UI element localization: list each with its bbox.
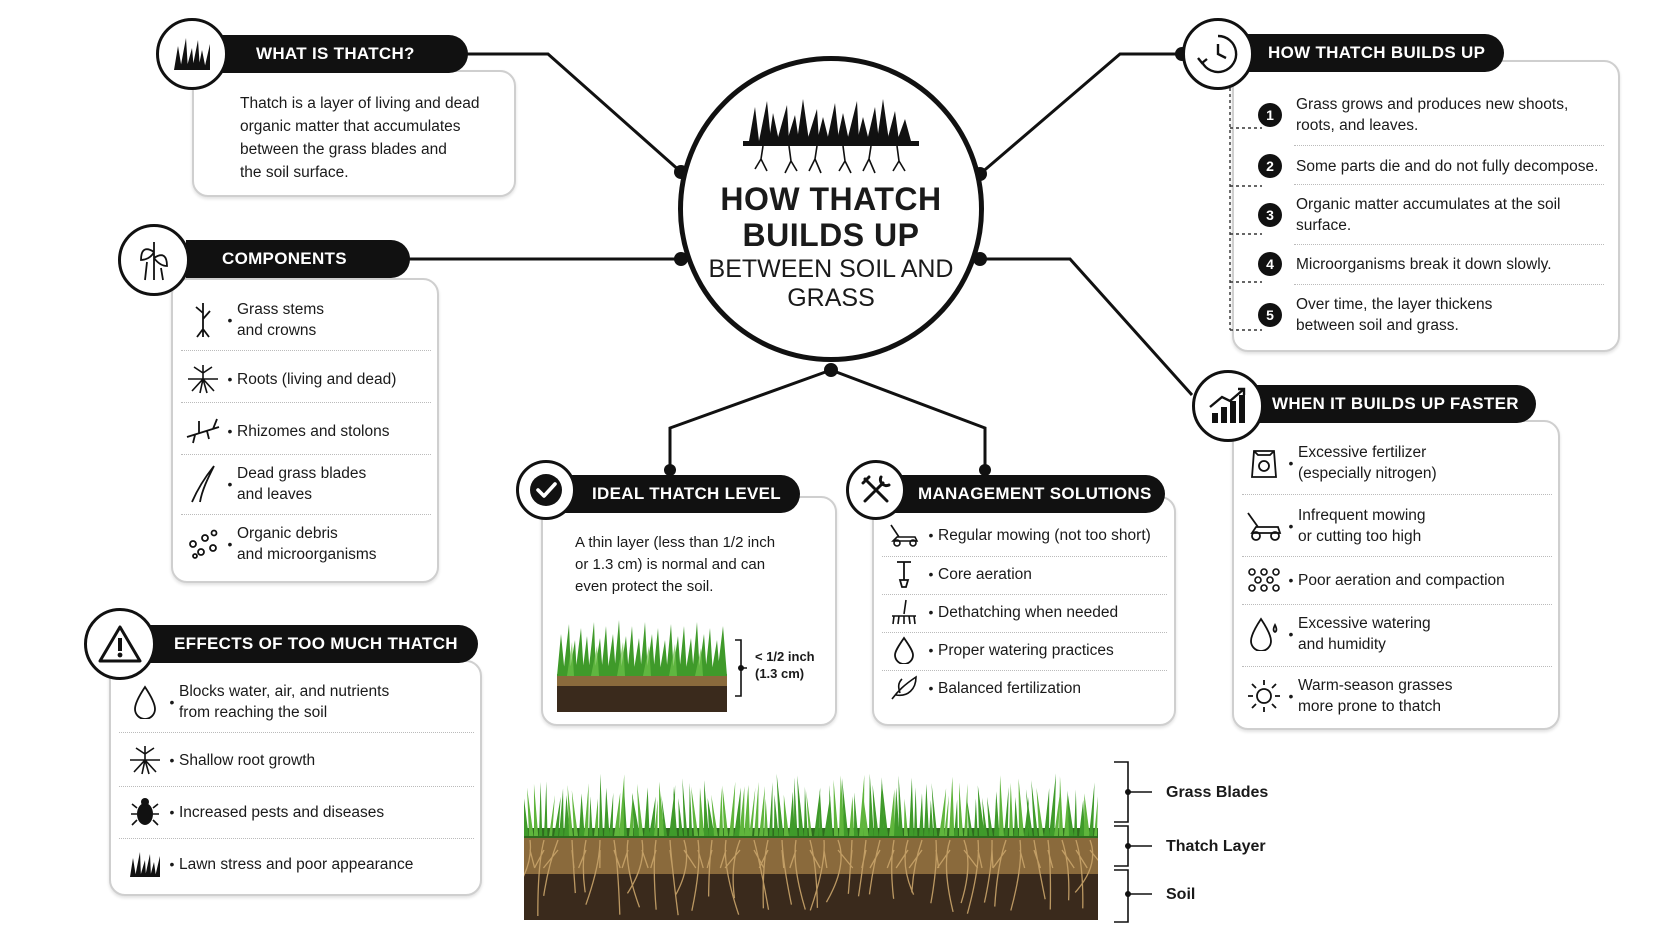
- layer-brackets: [1114, 761, 1152, 923]
- lawn-mower-icon: [1244, 511, 1284, 541]
- components-heading: COMPONENTS: [186, 240, 410, 278]
- tools-icon-badge: [846, 460, 906, 520]
- thatch-measure-label: < 1/2 inch(1.3 cm): [755, 649, 815, 681]
- list-item: •Rhizomes and stolons: [183, 410, 433, 452]
- rake-icon: [884, 598, 924, 626]
- water-drop-icon: [125, 685, 165, 719]
- list-item: •Core aeration: [884, 556, 1174, 592]
- compaction-dots-icon: [1244, 567, 1284, 593]
- clock-cycle-icon: [1197, 34, 1238, 74]
- builds-faster-heading: WHEN IT BUILDS UP FASTER: [1248, 385, 1536, 423]
- warning-icon: [98, 625, 142, 663]
- list-item: •Regular mowing (not too short): [884, 518, 1174, 552]
- plant-icon-badge: [118, 224, 190, 296]
- lawn-cross-section-illustration: [524, 773, 1098, 920]
- grass-stem-icon: [183, 301, 223, 339]
- center-title: HOW THATCH BUILDS UP: [720, 181, 942, 253]
- grass-icon-badge: [156, 18, 228, 90]
- roots-icon: [125, 744, 165, 776]
- sun-icon: [1244, 678, 1284, 714]
- check-icon-badge: [516, 460, 576, 520]
- grass-roots-icon: [743, 99, 919, 174]
- dead-leaf-icon: [183, 464, 223, 504]
- builds-up-heading: HOW THATCH BUILDS UP: [1240, 34, 1504, 72]
- center-title-circle: HOW THATCH BUILDS UP BETWEEN SOIL AND GR…: [678, 56, 984, 362]
- roots-icon: [183, 363, 223, 395]
- layer-label-soil: Soil: [1166, 886, 1196, 903]
- list-item: •Poor aeration and compaction: [1244, 560, 1554, 600]
- debris-dots-icon: [183, 528, 223, 560]
- rhizome-icon: [183, 417, 223, 445]
- leaf-icon: [884, 675, 924, 701]
- warning-icon-badge: [84, 608, 156, 680]
- checkmark-icon: [530, 474, 562, 506]
- fertilizer-bag-icon: [1244, 447, 1284, 479]
- layer-label-thatch: Thatch Layer: [1166, 838, 1266, 855]
- list-item: •Excessive fertilizer(especially nitroge…: [1244, 438, 1554, 488]
- aerator-icon: [884, 560, 924, 588]
- growth-chart-icon: [1209, 387, 1246, 423]
- tools-icon: [861, 475, 891, 503]
- builds-faster-card: •Excessive fertilizer(especially nitroge…: [1232, 420, 1560, 730]
- clock-icon-badge: [1182, 18, 1254, 90]
- list-item: •Proper watering practices: [884, 632, 1174, 668]
- lawn-mower-icon: [884, 523, 924, 547]
- what-is-thatch-heading: WHAT IS THATCH?: [218, 35, 468, 73]
- list-item: •Lawn stress and poor appearance: [125, 842, 465, 886]
- thatch-sample-illustration: [557, 620, 727, 712]
- bug-icon: [125, 796, 165, 828]
- list-item: •Shallow root growth: [125, 738, 465, 782]
- ideal-thatch-heading: IDEAL THATCH LEVEL: [556, 475, 800, 513]
- grass-icon: [125, 850, 165, 878]
- layer-label-grass-blades: Grass Blades: [1166, 784, 1269, 801]
- effects-heading: EFFECTS OF TOO MUCH THATCH: [132, 625, 478, 663]
- management-card: •Regular mowing (not too short) •Core ae…: [872, 496, 1176, 726]
- list-item: •Increased pests and diseases: [125, 790, 465, 834]
- list-item: •Dethatching when needed: [884, 594, 1174, 630]
- water-drop-icon: [884, 636, 924, 664]
- list-item: •Roots (living and dead): [183, 358, 433, 400]
- center-subtitle: BETWEEN SOIL AND GRASS: [708, 255, 954, 312]
- chart-icon-badge: [1192, 370, 1264, 442]
- management-heading: MANAGEMENT SOLUTIONS: [890, 475, 1165, 513]
- water-drop-icon: [1244, 617, 1284, 651]
- list-item: •Balanced fertilization: [884, 670, 1174, 706]
- grass-icon: [174, 38, 210, 70]
- measure-bracket: [735, 639, 747, 697]
- plant-icon: [140, 242, 168, 281]
